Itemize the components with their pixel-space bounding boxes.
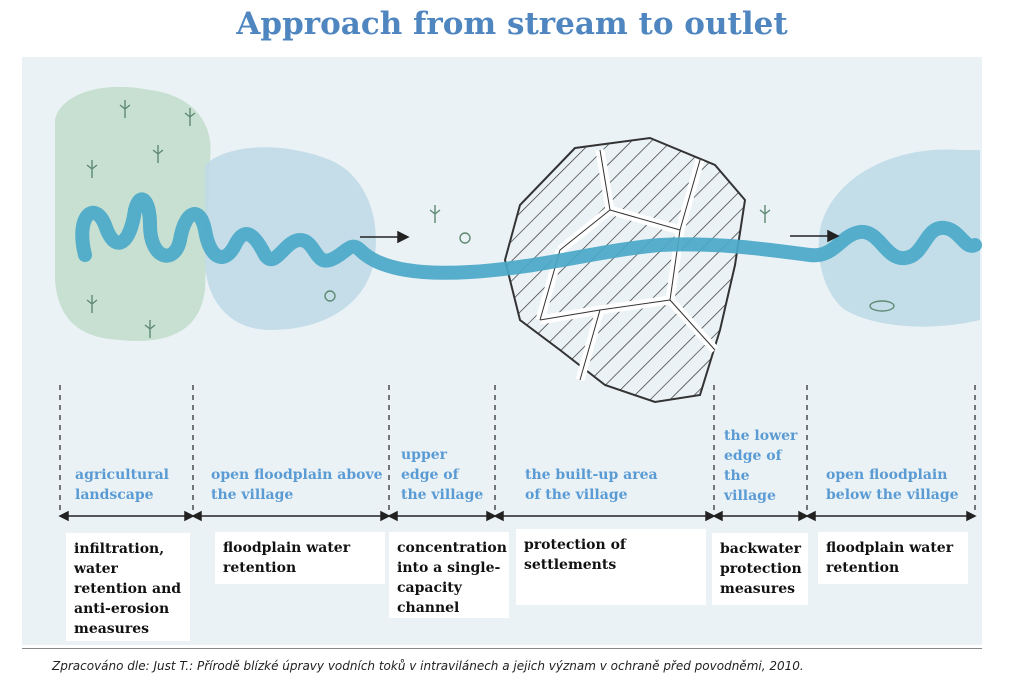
zone-extent-arrows <box>58 510 977 522</box>
flow-arrow-downstream <box>790 229 840 243</box>
source-divider <box>22 648 982 649</box>
plant-icons <box>86 100 895 338</box>
zone-boundaries <box>59 385 976 512</box>
flow-arrow-upstream <box>360 230 410 244</box>
measure-concentration: concentration into a single-capacity cha… <box>389 532 509 618</box>
zone-label-agricultural: agricultural landscape <box>75 467 169 503</box>
zone-label-built-up: the built-up area of the village <box>525 467 658 503</box>
measure-protection-of-settlements: protection of settlements <box>516 529 706 605</box>
measure-floodplain-retention-above: floodplain water retention <box>215 532 385 584</box>
measure-infiltration: infiltration, water retention and anti-e… <box>66 533 190 641</box>
measure-floodplain-retention-below: floodplain water retention <box>818 532 968 584</box>
zone-label-upper-edge: upper edge of the village <box>401 447 484 503</box>
zone-label-floodplain-below: open floodplain below the village <box>826 467 959 503</box>
zone-label-floodplain-above: open floodplain above the village <box>211 467 383 503</box>
diagram-title: Approach from stream to outlet <box>236 6 788 42</box>
river-channel <box>75 192 982 280</box>
floodplain-below-wash <box>818 149 980 327</box>
source-citation: Zpracováno dle: Just T.: Přírodě blízké … <box>52 659 804 673</box>
zone-label-lower-edge: the lower edge of the village <box>724 428 798 504</box>
village-street-outline <box>539 149 716 381</box>
measure-backwater-protection: backwater protection measures <box>712 533 808 605</box>
